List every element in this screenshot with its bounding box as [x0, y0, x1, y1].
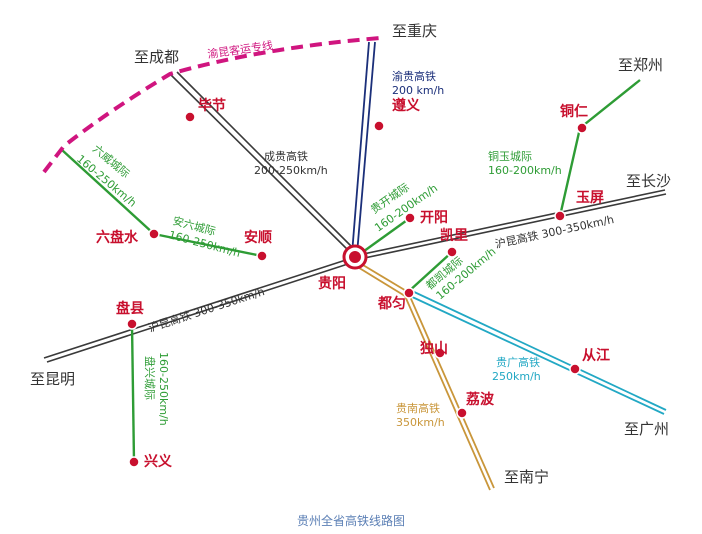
- label-yugui-name: 渝贵高铁: [392, 69, 436, 83]
- duyun-marker: [403, 287, 415, 299]
- label-chenggui-speed: 200-250km/h: [254, 164, 328, 177]
- label-panxing-name: 盘兴城际: [143, 356, 157, 400]
- city-guiyang: 贵阳: [318, 275, 346, 292]
- yugui-line: [351, 41, 376, 255]
- panxing-line: [130, 323, 136, 463]
- tongren-marker: [576, 122, 588, 134]
- dest-chongqing: 至重庆: [392, 22, 437, 40]
- dest-chengdu: 至成都: [134, 48, 179, 66]
- libo-marker: [456, 407, 468, 419]
- city-libo: 荔波: [465, 391, 495, 408]
- label-guinan-speed: 350km/h: [396, 416, 445, 429]
- station-markers: [126, 111, 588, 468]
- city-congjiang: 从江: [582, 347, 610, 364]
- city-kaiyang: 开阳: [420, 210, 448, 226]
- label-guiguang-name: 贵广高铁: [496, 355, 540, 369]
- city-xingyi: 兴义: [144, 453, 172, 470]
- liuwei-line: [61, 149, 155, 235]
- dest-guangzhou: 至广州: [624, 420, 669, 438]
- dest-nanning: 至南宁: [504, 468, 549, 486]
- map-caption: 贵州全省高铁线路图: [296, 514, 405, 528]
- green-lines: [61, 79, 641, 463]
- label-panxing-speed: 160-250km/h: [157, 352, 170, 426]
- chenggui-line: [169, 71, 357, 255]
- zunyi-marker: [373, 120, 385, 132]
- guikai-line: [359, 217, 411, 255]
- label-yugui-speed: 200 km/h: [392, 84, 444, 97]
- city-dushan: 独山: [420, 340, 448, 357]
- city-tongren: 铜仁: [560, 103, 588, 120]
- city-kaili: 凯里: [440, 227, 468, 244]
- liupanshui-marker: [148, 228, 160, 240]
- dest-kunming: 至昆明: [30, 370, 75, 388]
- guinan-line: [355, 261, 495, 491]
- label-tongyu-name: 铜玉城际: [488, 149, 532, 163]
- yuping-marker: [554, 210, 566, 222]
- city-panxian: 盘县: [116, 300, 144, 317]
- dest-zhengzhou: 至郑州: [618, 56, 663, 74]
- congjiang-marker: [569, 363, 581, 375]
- label-chenggui-name: 成贵高铁: [264, 149, 308, 163]
- hukun-line: [43, 189, 667, 363]
- xingyi-marker: [128, 456, 140, 468]
- city-zunyi: 遵义: [392, 97, 420, 114]
- label-guinan-name: 贵南高铁: [396, 401, 440, 415]
- dest-changsha: 至长沙: [626, 172, 671, 190]
- city-bijie: 毕节: [198, 97, 226, 114]
- anliu-line: [153, 232, 263, 258]
- city-liupanshui: 六盘水: [96, 229, 139, 246]
- city-yuping: 玉屏: [576, 190, 604, 206]
- kaiyang-marker: [404, 212, 416, 224]
- label-guiguang-speed: 250km/h: [492, 370, 541, 383]
- anshun-marker: [256, 250, 268, 262]
- kaili-marker: [446, 246, 458, 258]
- guiguang-line: [407, 289, 667, 415]
- bijie-marker: [184, 111, 196, 123]
- yukun-line: [42, 36, 381, 174]
- city-anshun: 安顺: [244, 229, 272, 246]
- city-duyun: 都匀: [377, 295, 406, 312]
- panxian-marker: [126, 318, 138, 330]
- dukai-line: [407, 251, 453, 293]
- label-tongyu-speed: 160-200km/h: [488, 164, 562, 177]
- guiyang-hub-dot: [349, 251, 361, 263]
- dushan-marker: [434, 347, 446, 359]
